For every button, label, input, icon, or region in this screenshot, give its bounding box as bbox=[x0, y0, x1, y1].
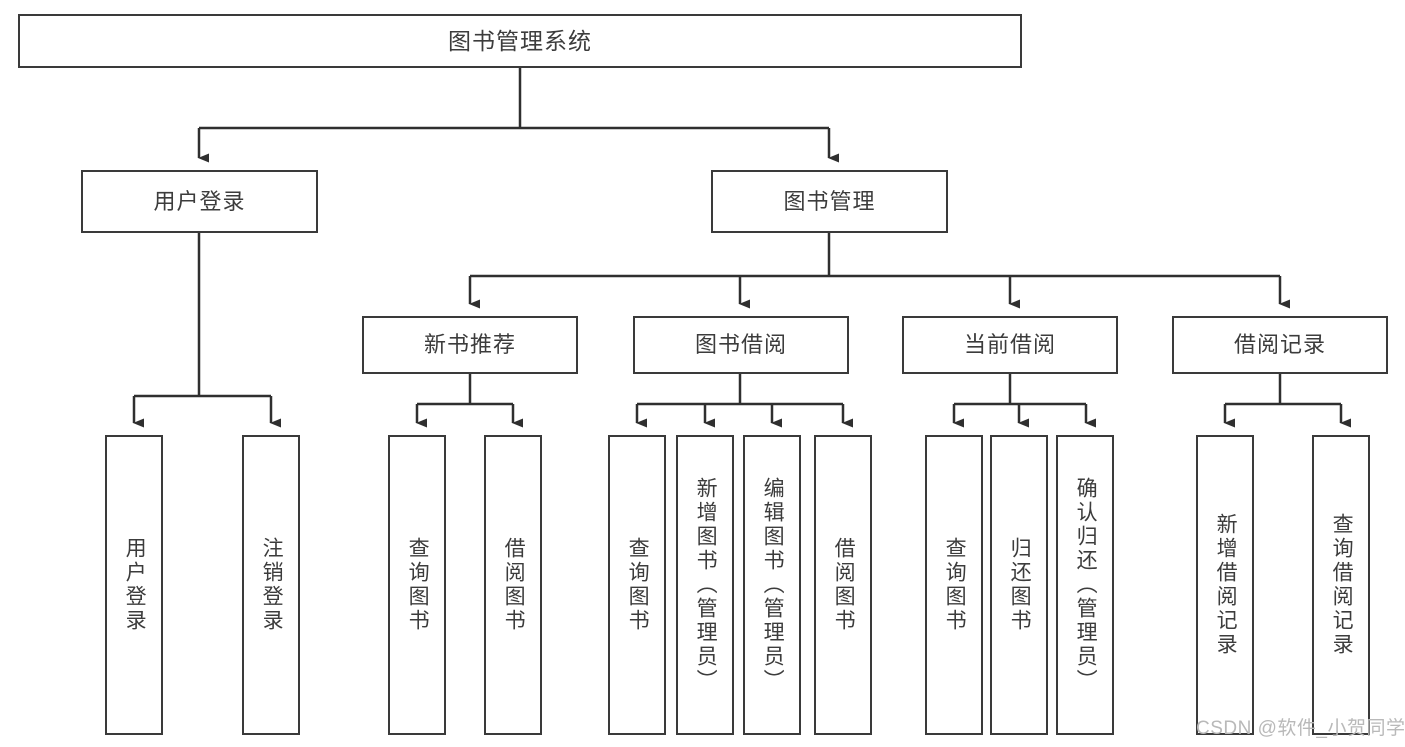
node-label: 图书借阅 bbox=[694, 332, 787, 358]
node-leaf-record-add-record[interactable]: 新增借阅记录 bbox=[1196, 435, 1254, 735]
node-new-book-recommend[interactable]: 新书推荐 bbox=[362, 316, 578, 374]
node-label: 借阅记录 bbox=[1233, 332, 1326, 358]
node-root-system[interactable]: 图书管理系统 bbox=[18, 14, 1022, 68]
node-leaf-borrow-borrow-book[interactable]: 借阅图书 bbox=[814, 435, 872, 735]
node-leaf-user-login[interactable]: 用户登录 bbox=[105, 435, 163, 735]
node-current-borrow[interactable]: 当前借阅 bbox=[902, 316, 1118, 374]
node-label: 借阅图书 bbox=[502, 537, 526, 633]
node-label: 当前借阅 bbox=[963, 332, 1056, 358]
node-leaf-current-query-book[interactable]: 查询图书 bbox=[925, 435, 983, 735]
node-leaf-record-query-record[interactable]: 查询借阅记录 bbox=[1312, 435, 1370, 735]
node-user-login[interactable]: 用户登录 bbox=[81, 170, 318, 233]
node-label: 用户登录 bbox=[123, 537, 147, 633]
node-label: 归还图书 bbox=[1008, 537, 1032, 633]
node-leaf-borrow-add-book-admin[interactable]: 新增图书（管理员） bbox=[676, 435, 734, 735]
node-leaf-current-confirm-return-admin[interactable]: 确认归还（管理员） bbox=[1056, 435, 1114, 735]
node-label: 注销登录 bbox=[260, 537, 284, 633]
node-label: 查询借阅记录 bbox=[1330, 513, 1354, 657]
node-label: 查询图书 bbox=[406, 537, 430, 633]
node-leaf-newbook-query-book[interactable]: 查询图书 bbox=[388, 435, 446, 735]
node-book-management[interactable]: 图书管理 bbox=[711, 170, 948, 233]
node-label: 借阅图书 bbox=[832, 537, 856, 633]
node-label: 查询图书 bbox=[943, 537, 967, 633]
node-label: 新增借阅记录 bbox=[1214, 513, 1238, 657]
node-label: 图书管理系统 bbox=[448, 27, 592, 54]
node-leaf-current-return-book[interactable]: 归还图书 bbox=[990, 435, 1048, 735]
node-leaf-borrow-edit-book-admin[interactable]: 编辑图书（管理员） bbox=[743, 435, 801, 735]
node-label: 编辑图书（管理员） bbox=[761, 477, 785, 693]
node-book-borrow[interactable]: 图书借阅 bbox=[633, 316, 849, 374]
node-label: 用户登录 bbox=[153, 188, 246, 214]
node-label: 新增图书（管理员） bbox=[694, 477, 718, 693]
node-label: 新书推荐 bbox=[423, 332, 516, 358]
node-leaf-logout[interactable]: 注销登录 bbox=[242, 435, 300, 735]
node-leaf-newbook-borrow-book[interactable]: 借阅图书 bbox=[484, 435, 542, 735]
node-label: 图书管理 bbox=[783, 188, 876, 214]
node-leaf-borrow-query-book[interactable]: 查询图书 bbox=[608, 435, 666, 735]
node-borrow-record[interactable]: 借阅记录 bbox=[1172, 316, 1388, 374]
node-label: 确认归还（管理员） bbox=[1074, 477, 1098, 693]
node-label: 查询图书 bbox=[626, 537, 650, 633]
